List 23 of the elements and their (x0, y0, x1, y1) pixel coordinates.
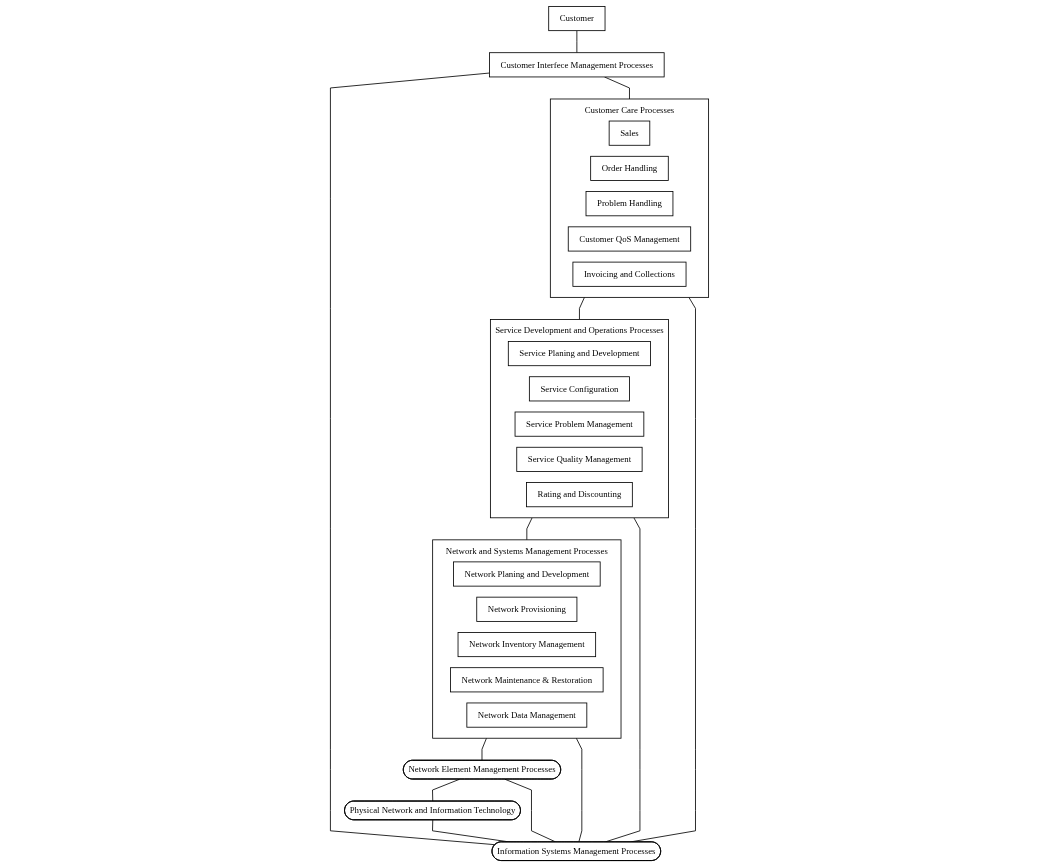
node-box: Customer (548, 6, 606, 32)
node-box: Service Planing and Development (507, 341, 651, 367)
node-box: Invoicing and Collections (572, 261, 687, 287)
node-box: Network Maintenance & Restoration (450, 667, 604, 693)
node-box: Network Planing and Development (453, 561, 601, 587)
node-box: Order Handling (590, 155, 669, 181)
node-box: Rating and Discounting (526, 482, 633, 508)
node-box: Problem Handling (585, 191, 674, 217)
node-box: Customer QoS Management (567, 226, 692, 252)
connector (526, 517, 533, 541)
connector (575, 737, 583, 843)
node-box: Network Provisioning (476, 596, 578, 622)
connector (604, 76, 630, 100)
connector (576, 30, 578, 54)
node-box: Network Data Management (466, 702, 588, 728)
node-box: Service Quality Management (516, 446, 643, 472)
connector (579, 296, 585, 320)
node-box: Customer Interfece Management Processes (489, 52, 665, 78)
node-box: Sales (608, 120, 651, 146)
connector (481, 737, 487, 761)
node-box: Service Configuration (528, 376, 630, 402)
node-box: Service Problem Management (514, 411, 645, 437)
node-box: Network Inventory Management (457, 632, 597, 658)
